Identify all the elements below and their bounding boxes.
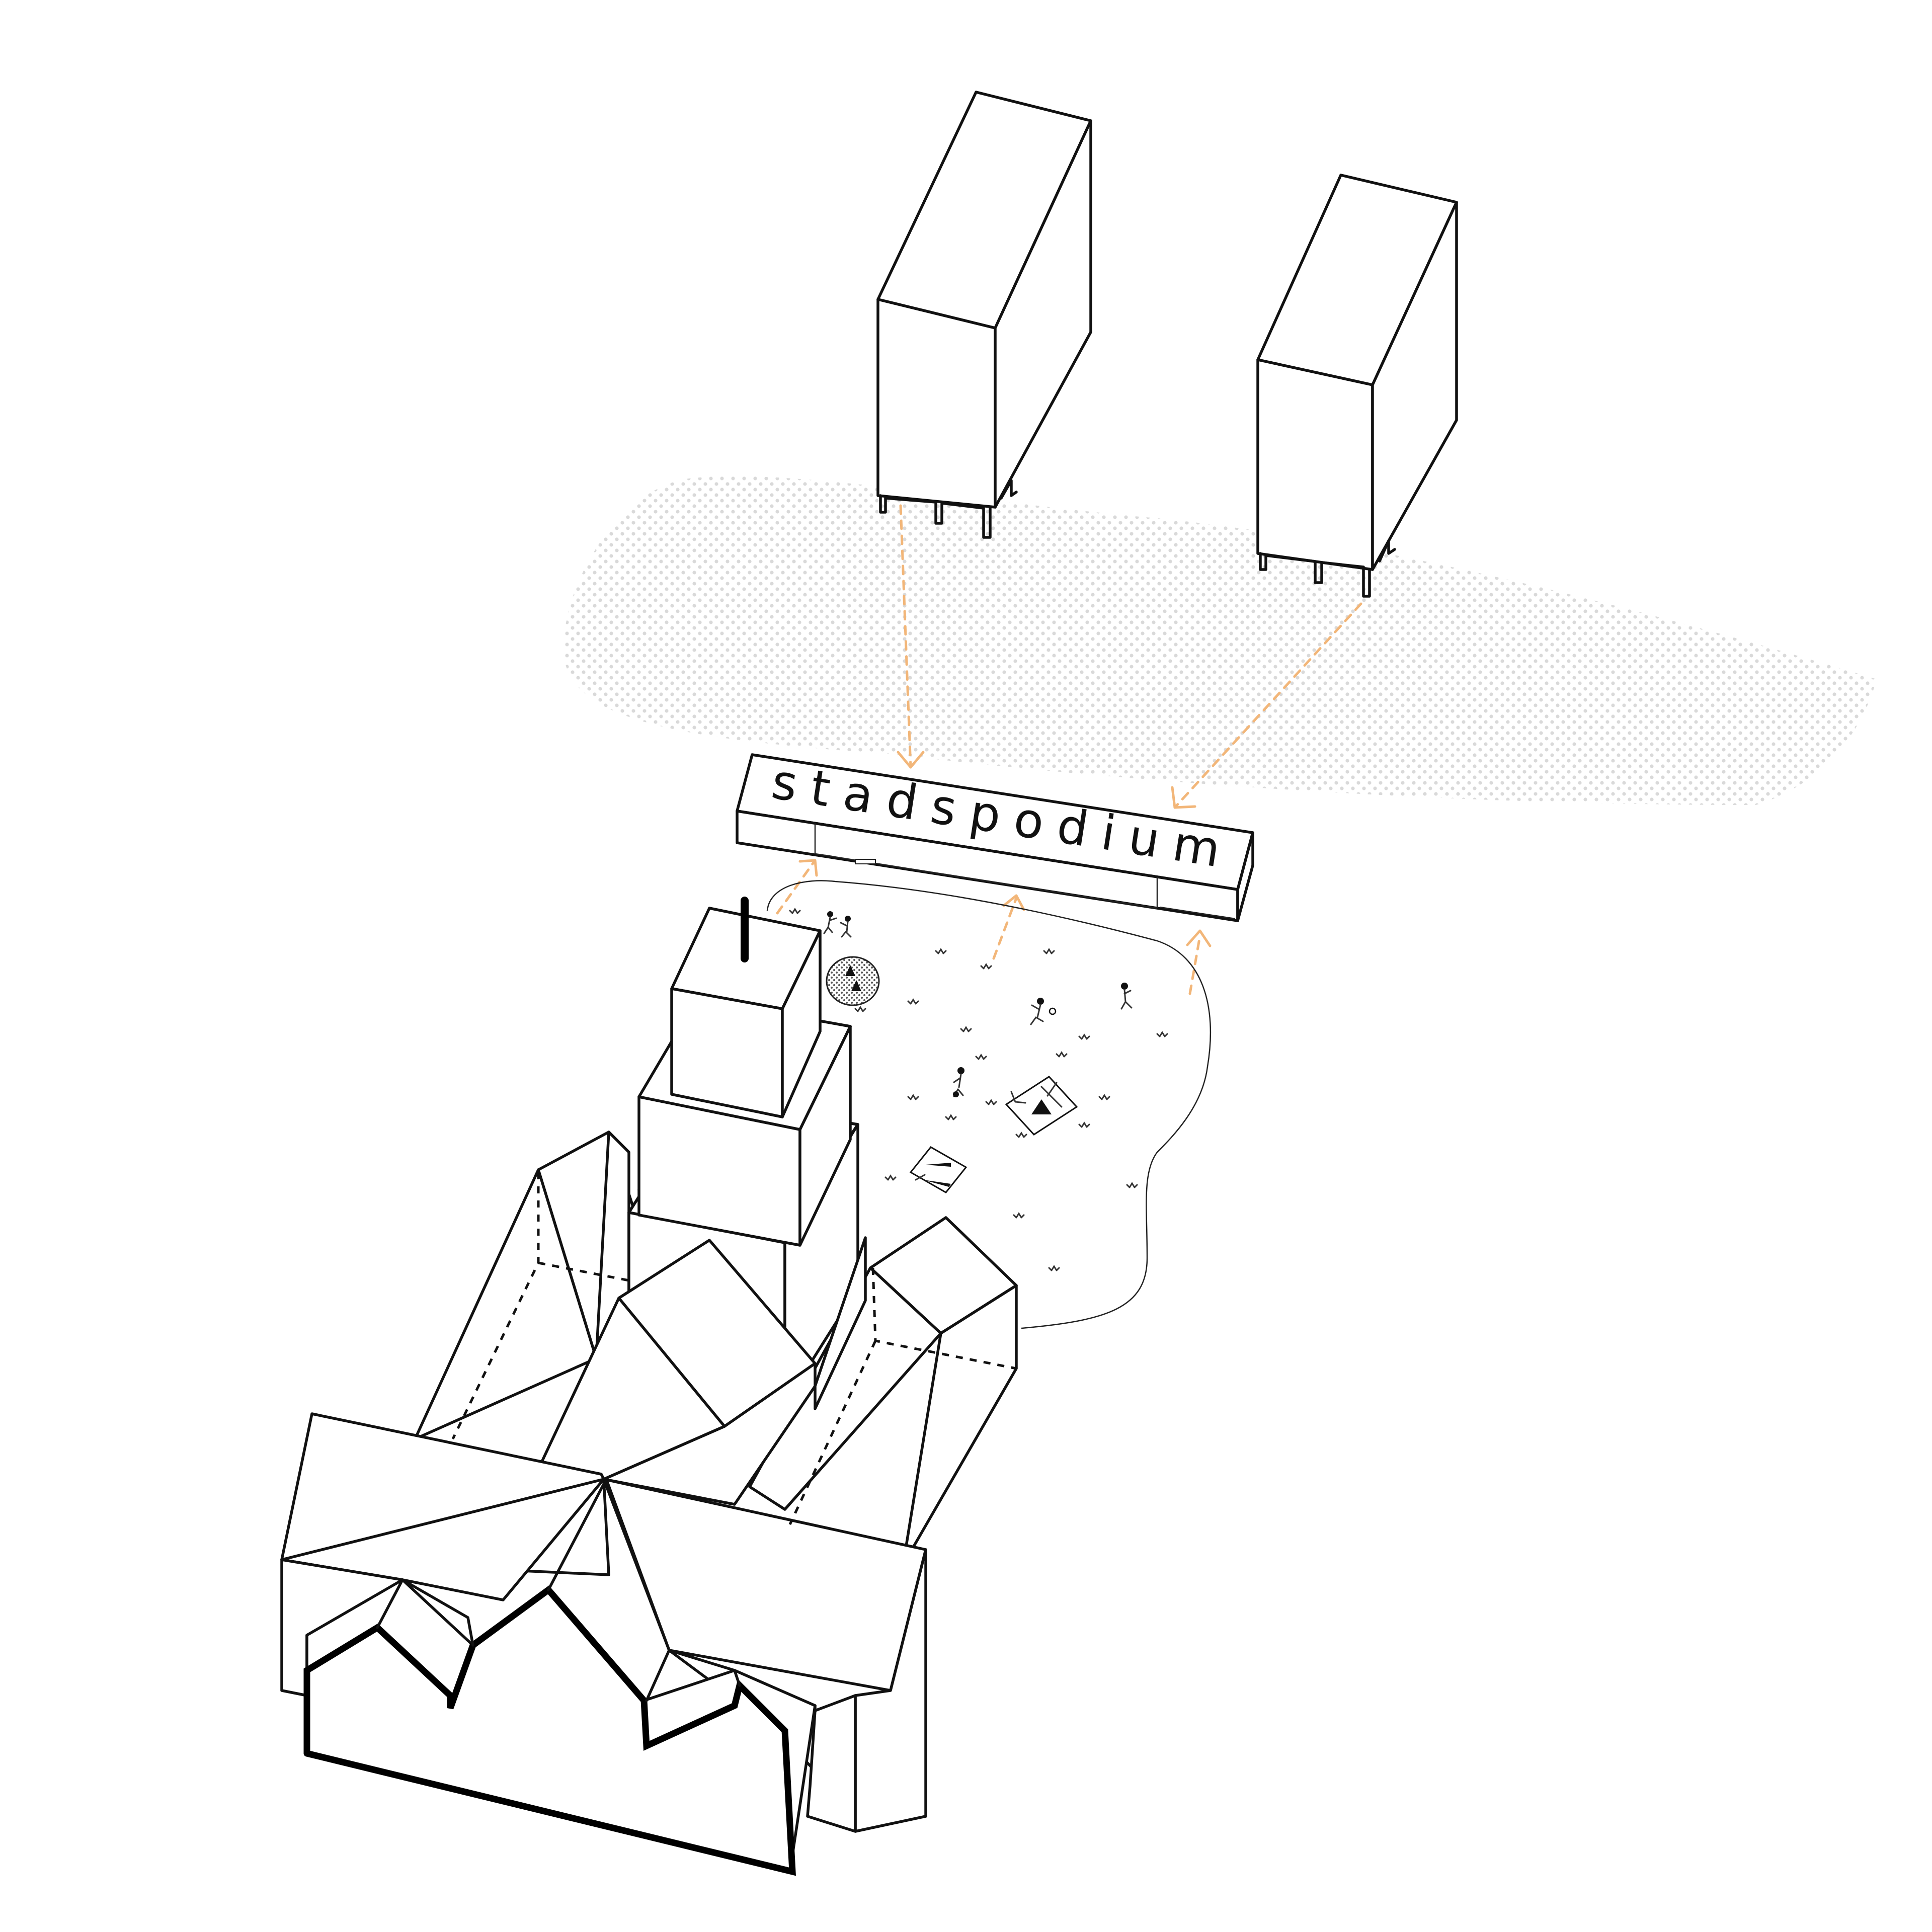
tower-block-icon: [876, 91, 1092, 539]
tree-icon: [826, 956, 880, 1006]
arrow-line: [1188, 934, 1201, 995]
arrow-head: [1186, 929, 1212, 947]
church-wall: [814, 1236, 867, 1410]
church-tower-top: [781, 929, 822, 1118]
people-figure-icon: [953, 1067, 964, 1097]
park-outline: [766, 880, 1212, 1329]
grass-tuft-icon: [789, 908, 1168, 1271]
arrow-line: [899, 504, 912, 769]
hidden-edge: [538, 1261, 629, 1282]
picnic-blanket-icon: [1005, 1076, 1078, 1136]
people-figure-icon: [823, 911, 852, 938]
arrow-head: [798, 859, 818, 877]
church-wall: [806, 1694, 857, 1833]
flow-arrows: [776, 504, 1362, 995]
arrow-head: [1171, 786, 1196, 809]
church-tower-top: [670, 987, 784, 1118]
arrow-head: [1002, 894, 1025, 911]
church-facade-outline: [303, 1585, 796, 1876]
hidden-edge: [788, 1340, 877, 1525]
arrow-line: [776, 859, 817, 915]
arrow-head: [897, 751, 925, 769]
arrow-line: [992, 897, 1018, 960]
church-roof-plane: [414, 1168, 598, 1440]
park-activities: [789, 908, 1168, 1271]
arrow-line: [1173, 602, 1362, 809]
people-figure-icon: [1030, 998, 1057, 1025]
church-icon: [280, 897, 1018, 1876]
people-figure-icon: [1120, 983, 1133, 1010]
dotted-public-field: [564, 476, 1877, 805]
church-roof-plane: [602, 1478, 927, 1692]
picnic-blanket-icon: [909, 1146, 968, 1193]
tower-block-icon: [1256, 174, 1458, 598]
